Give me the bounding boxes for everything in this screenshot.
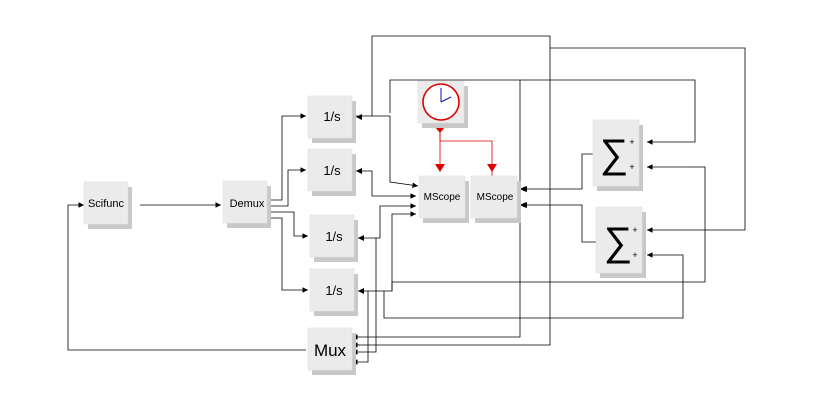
- integrator-block-4[interactable]: 1/s: [309, 268, 358, 316]
- link-demux-integrator-3[interactable]: [270, 211, 308, 239]
- sum-input-1-sign: +: [629, 137, 634, 147]
- link-integrator-3-mux[interactable]: [352, 238, 377, 355]
- mux-block[interactable]: Mux: [307, 327, 356, 375]
- link-sum-2-mscope-2[interactable]: [520, 202, 596, 243]
- integrator-label: 1/s: [323, 109, 341, 124]
- link-to-sum-2-input-1[interactable]: [550, 47, 746, 233]
- mscope-label: MScope: [477, 192, 514, 203]
- link-demux-integrator-4[interactable]: [270, 217, 308, 293]
- integrator-label: 1/s: [325, 229, 343, 244]
- integrator-block-1[interactable]: 1/s: [307, 95, 356, 143]
- demux-label: Demux: [230, 198, 265, 210]
- link-integrator-4-mscope[interactable]: [357, 211, 416, 292]
- link-mux-scifunc[interactable]: [67, 202, 306, 351]
- clock-block[interactable]: [417, 80, 468, 128]
- link-demux-integrator-2[interactable]: [270, 167, 306, 207]
- link-integrator-3-mscope[interactable]: [357, 203, 416, 239]
- link-integrator-4-mux[interactable]: [352, 291, 369, 365]
- event-link-clock-mscope-2[interactable]: [439, 126, 493, 176]
- port-arrows: [356, 114, 527, 294]
- sum-input-2-sign: +: [632, 250, 637, 260]
- link-to-sum-1-input-2[interactable]: [391, 166, 706, 291]
- clock-icon: [422, 83, 460, 121]
- mscope-label: MScope: [424, 192, 461, 203]
- scifunc-block[interactable]: Scifunc: [83, 181, 132, 229]
- link-demux-integrator-1[interactable]: [270, 113, 306, 201]
- mux-label: Mux: [314, 341, 347, 360]
- scifunc-label: Scifunc: [88, 198, 125, 210]
- integrator-block-2[interactable]: 1/s: [307, 148, 356, 196]
- integrator-label: 1/s: [323, 163, 341, 178]
- sum-symbol: ∑: [600, 132, 629, 176]
- sum-input-2-sign: +: [629, 162, 634, 172]
- link-sum-1-mscope-2[interactable]: [520, 153, 593, 192]
- link-to-sum-1-input-1[interactable]: [520, 79, 696, 145]
- link-integrator-1-mux[interactable]: [358, 35, 551, 346]
- sum-block-2[interactable]: ∑ + +: [595, 206, 646, 278]
- mscope-block-2[interactable]: MScope: [470, 175, 521, 223]
- link-to-sum-2-input-2[interactable]: [383, 252, 684, 319]
- link-integrator-2-mscope[interactable]: [355, 170, 416, 199]
- links: [67, 35, 746, 365]
- sum-block-1[interactable]: ∑ + +: [592, 119, 643, 191]
- demux-block[interactable]: Demux: [222, 180, 271, 228]
- integrator-label: 1/s: [325, 283, 343, 298]
- mscope-block-1[interactable]: MScope: [418, 175, 469, 223]
- sum-symbol: ∑: [604, 220, 633, 264]
- integrator-block-3[interactable]: 1/s: [309, 214, 358, 262]
- sum-input-1-sign: +: [632, 225, 637, 235]
- link-integrator-1-mscope[interactable]: [355, 115, 419, 188]
